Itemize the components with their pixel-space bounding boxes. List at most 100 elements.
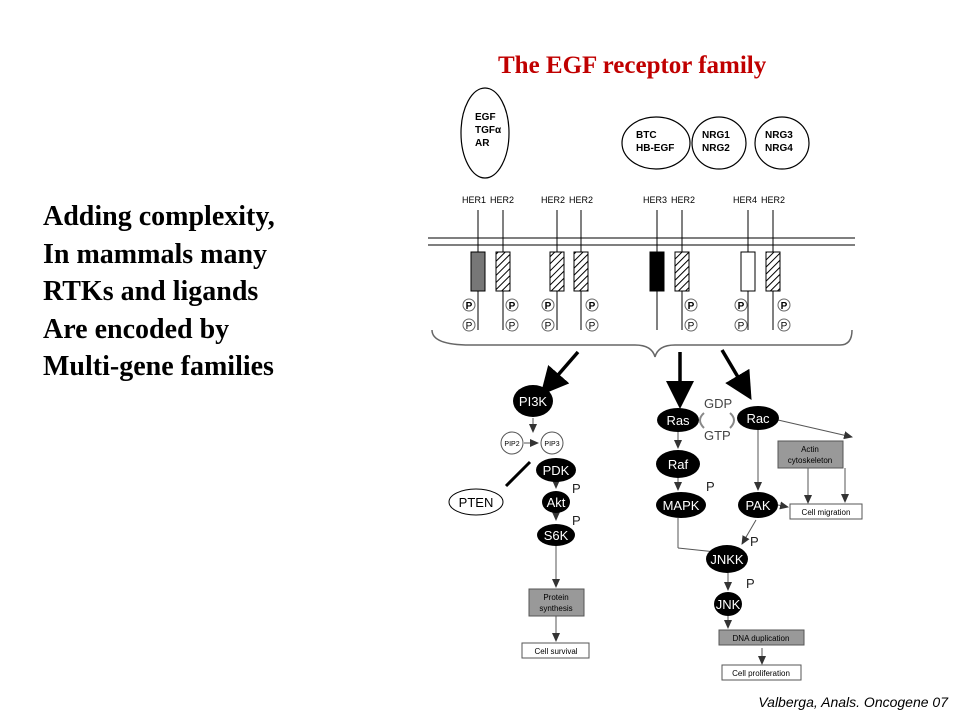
phosphate-label: P [781,301,788,312]
phosphate-circle [505,318,519,332]
pdk-node: PDK [536,458,576,482]
cell-membrane [428,237,855,246]
ligand-group-egf: EGF TGFα AR [460,87,510,179]
ras-node: Ras [657,408,699,432]
phosphate-label: P [688,321,695,332]
phosphate-label: P [466,321,473,332]
svg-text:Raf: Raf [668,457,689,472]
phosphate-circle [585,318,599,332]
svg-text:Cell migration: Cell migration [802,508,851,517]
svg-text:DNA duplication: DNA duplication [733,634,790,643]
phosphate-label: P [738,301,745,312]
gdp-label: GDP [704,396,732,411]
svg-text:Akt: Akt [547,495,566,510]
svg-text:cytoskeleton: cytoskeleton [788,456,832,465]
body-line: In mammals many [43,238,268,270]
receptor-labels: HER1 HER2 HER2 HER2 HER3 HER2 HER4 HER2 [462,195,785,205]
svg-text:S6K: S6K [544,528,569,543]
ligand-label: NRG2 [702,143,730,154]
svg-text:Rac: Rac [746,411,770,426]
phosphate-circle [462,318,476,332]
phosphate-circle [462,298,476,312]
svg-text:PIP2: PIP2 [504,441,519,448]
svg-text:MAPK: MAPK [663,498,700,513]
phosphate-label: P [545,301,552,312]
phosphate-label: P [509,301,516,312]
citation: Valberga, Anals. Oncogene 07 [758,694,948,710]
phosphate-label: P [509,321,516,332]
brace [431,329,853,358]
svg-text:PIP3: PIP3 [544,441,559,448]
phosphate-circle [734,318,748,332]
s6k-node: S6K [537,524,575,546]
rac-node: Rac [737,406,779,430]
jnkk-node: JNKK [706,545,748,573]
receptor-label: HER2 [490,195,514,205]
ligand-label: EGF [475,112,496,123]
receptor-label: HER2 [541,195,565,205]
phosphate-circle [684,318,698,332]
phosphate-label: P [738,321,745,332]
pak-node: PAK [738,492,778,518]
phosphate-circle [777,318,791,332]
ligand-label: AR [475,138,490,149]
phosphate-circle [684,298,698,312]
ligand-group-nrg34: NRG3 NRG4 [754,116,810,170]
phosphate-circle [541,298,555,312]
ligand-label: BTC [636,130,657,141]
svg-text:PI3K: PI3K [519,394,548,409]
receptor-label: HER2 [761,195,785,205]
receptor-label: HER3 [643,195,667,205]
body-text: Adding complexity, In mammals many RTKs … [43,198,275,386]
phosphate-label: P [545,321,552,332]
cell-proliferation-box: Cell proliferation [721,664,802,681]
phosphate-label: P [706,479,715,494]
receptor-label: HER4 [733,195,757,205]
svg-text:Cell survival: Cell survival [534,647,577,656]
svg-text:PTEN: PTEN [459,495,494,510]
phosphate-circle [777,298,791,312]
gtp-label: GTP [704,428,731,443]
akt-node: Akt [542,491,570,513]
ligand-label: HB-EGF [636,143,674,154]
svg-text:synthesis: synthesis [539,604,572,613]
phosphate-label: P [781,321,788,332]
pip2-molecule: PIP2 [500,431,524,455]
phosphate-label: P [572,481,581,496]
dna-duplication-box: DNA duplication [718,629,805,646]
activation-arrows [540,349,752,409]
ligand-group-btc: BTC HB-EGF [621,116,691,170]
pip3-molecule: PIP3 [540,431,564,455]
receptor-label: HER2 [569,195,593,205]
phosphate-label: P [466,301,473,312]
gdp-gtp-cycle-arrow [699,412,705,429]
protein-synthesis-box: Protein synthesis [528,588,585,617]
slide-title: The EGF receptor family [498,52,767,79]
ligand-label: NRG1 [702,130,730,141]
ligand-label: TGFα [475,125,502,136]
svg-text:JNKK: JNKK [710,552,744,567]
pten-node: PTEN [448,488,504,516]
gdp-gtp-cycle-arrow [729,412,735,429]
phosphate-label: P [572,513,581,528]
svg-text:Protein: Protein [543,593,568,602]
svg-text:Actin: Actin [801,445,819,454]
jnk-node: JNK [714,592,742,616]
phosphate-circle [585,298,599,312]
actin-cytoskeleton-box: Actin cytoskeleton [777,440,844,469]
body-line: Are encoded by [43,313,230,345]
body-line: Adding complexity, [43,201,275,232]
phosphate-label: P [589,301,596,312]
phosphate-circle [541,318,555,332]
phosphate-circle [734,298,748,312]
receptor-label: HER1 [462,195,486,205]
pten-inhibition [504,460,532,488]
phosphate-label: P [746,576,755,591]
cell-survival-box: Cell survival [521,642,590,659]
svg-text:Ras: Ras [666,413,690,428]
receptor-label: HER2 [671,195,695,205]
pathway-connectors [529,418,853,665]
